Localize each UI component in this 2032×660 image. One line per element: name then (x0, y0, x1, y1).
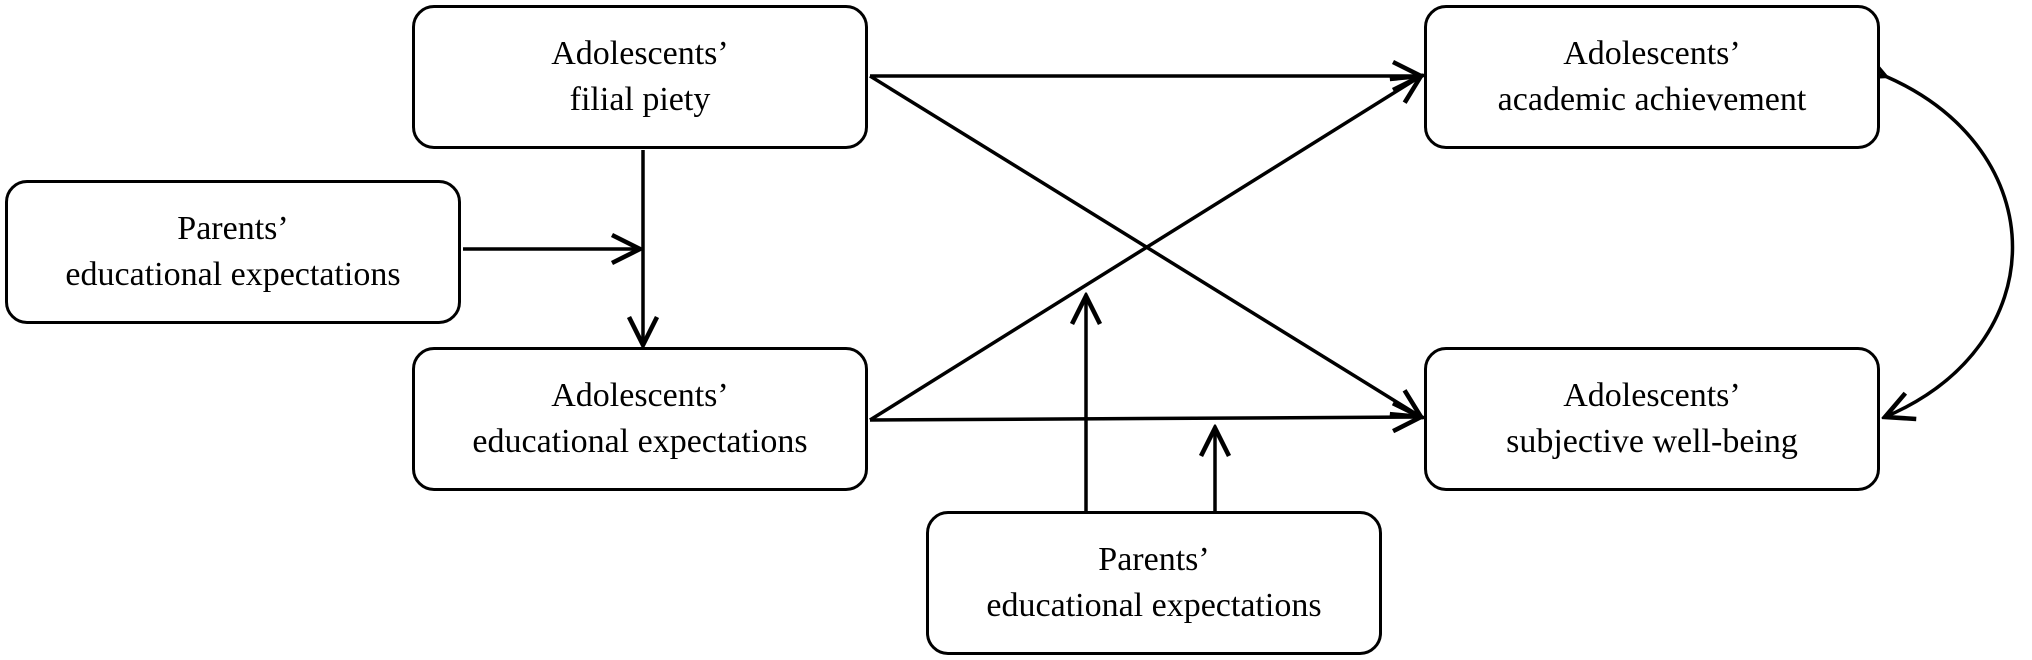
node-label-line1: Parents’ (1098, 541, 1210, 578)
node-parents-educational-expectations-bottom: Parents’ educational expectations (926, 511, 1382, 655)
node-label-line2: filial piety (569, 81, 711, 118)
edge-adol-expectations-to-academic (869, 76, 1421, 422)
edge-adol-expectations-to-wellbeing (869, 417, 1421, 420)
node-label-line2: educational expectations (986, 587, 1322, 624)
correlation-academic-wellbeing (1885, 76, 2015, 417)
node-label-line2: educational expectations (472, 423, 808, 460)
node-label-line1: Adolescents’ (551, 35, 729, 72)
node-adolescents-subjective-wellbeing: Adolescents’ subjective well-being (1424, 347, 1880, 491)
node-adolescents-educational-expectations: Adolescents’ educational expectations (412, 347, 868, 491)
node-adolescents-academic-achievement: Adolescents’ academic achievement (1424, 5, 1880, 149)
node-label-line1: Adolescents’ (551, 377, 729, 414)
node-parents-educational-expectations-left: Parents’ educational expectations (5, 180, 461, 324)
node-label-line1: Adolescents’ (1563, 35, 1741, 72)
node-label-line1: Parents’ (177, 210, 289, 247)
node-adolescents-filial-piety: Adolescents’ filial piety (412, 5, 868, 149)
node-label-line2: educational expectations (65, 256, 401, 293)
node-label-line1: Adolescents’ (1563, 377, 1741, 414)
node-label-line2: subjective well-being (1506, 423, 1798, 460)
node-label-line2: academic achievement (1497, 81, 1807, 118)
